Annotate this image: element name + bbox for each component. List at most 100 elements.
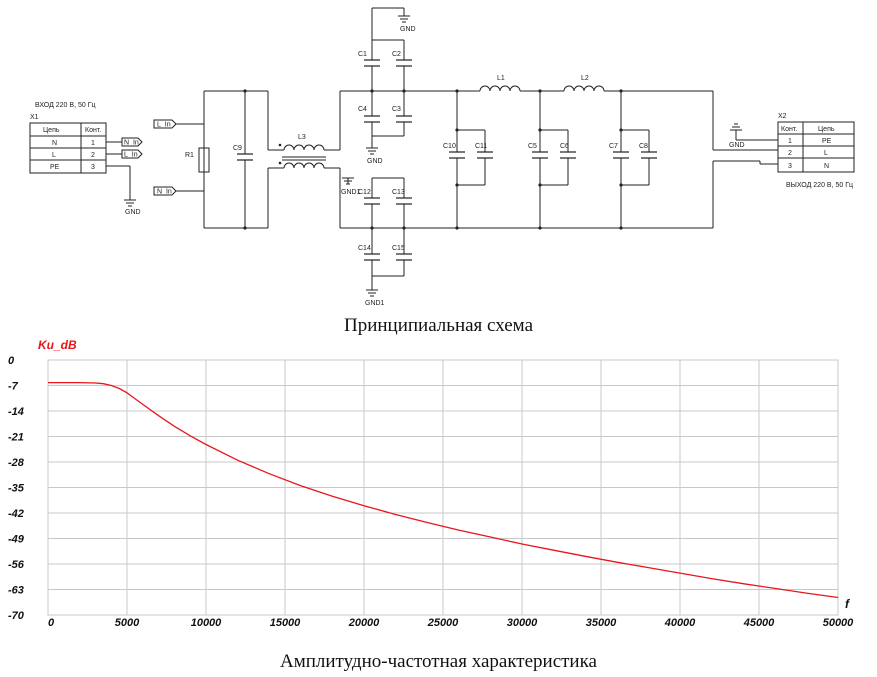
x2-title: ВЫХОД 220 В, 50 Гц — [786, 182, 853, 189]
y-tick-label: -14 — [8, 406, 24, 418]
gnd-label-x2: GND — [729, 142, 745, 149]
ground-icon — [366, 147, 378, 155]
svg-text:C7: C7 — [609, 143, 618, 150]
x1-row3-pin: 3 — [91, 164, 95, 171]
x-tick-label: 10000 — [191, 617, 222, 629]
y-tick-label: -21 — [8, 432, 24, 444]
gnd-label-mid: GND — [367, 158, 383, 165]
x-tick-label: 30000 — [507, 617, 538, 629]
svg-text:N_In: N_In — [157, 189, 172, 196]
svg-text:L2: L2 — [581, 75, 589, 82]
x-tick-label: 45000 — [743, 617, 775, 629]
x2-header-pin: Конт. — [781, 126, 797, 133]
y-tick-label: -7 — [8, 381, 19, 393]
capacitor-c9: C9 — [233, 91, 253, 228]
chart-grid — [47, 359, 839, 616]
y-tick-label: -70 — [8, 610, 25, 622]
connector-x1: ВХОД 220 В, 50 Гц X1 Цепь Конт. N 1 L 2 … — [29, 102, 141, 216]
svg-text:C4: C4 — [358, 106, 367, 113]
x-tick-label: 50000 — [823, 617, 854, 629]
svg-text:L_In: L_In — [124, 152, 138, 159]
x1-row2-net: L — [52, 152, 56, 159]
gnd-label-x1: GND — [125, 209, 141, 216]
svg-text:L_In: L_In — [157, 122, 171, 129]
schematic-diagram: ВХОД 220 В, 50 Гц X1 Цепь Конт. N 1 L 2 … — [29, 7, 855, 307]
svg-text:L3: L3 — [298, 134, 306, 141]
capacitor-c12: C12 — [358, 189, 380, 205]
capacitor-c2: C2 — [392, 51, 412, 67]
chart-caption: Амплитудно-частотная характеристика — [280, 651, 597, 672]
y-tick-label: -28 — [8, 457, 25, 469]
capacitor-c1: C1 — [358, 51, 380, 67]
x-axis-label: f — [845, 597, 850, 611]
svg-text:C11: C11 — [475, 143, 487, 150]
schematic-caption: Принципиальная схема — [343, 315, 534, 336]
x1-row1-pin: 1 — [91, 140, 95, 147]
ground-icon — [730, 123, 742, 131]
x2-header-net: Цепь — [818, 126, 835, 133]
capacitor-c10: C10 — [443, 143, 465, 159]
x1-title: ВХОД 220 В, 50 Гц — [35, 102, 96, 109]
net-flag-n-in-x1: N_In — [121, 137, 143, 147]
gnd1-label-left: GND1 — [341, 189, 361, 196]
y-tick-label: 0 — [8, 355, 15, 367]
capacitor-c6: C6 — [560, 143, 576, 159]
y-tick-label: -42 — [8, 508, 24, 520]
capacitor-c8: C8 — [639, 143, 657, 159]
svg-text:C5: C5 — [528, 143, 537, 150]
x-tick-label: 25000 — [427, 617, 459, 629]
svg-text:C14: C14 — [358, 245, 371, 252]
inductor-l2: L2 — [563, 75, 605, 93]
chart-series — [48, 381, 839, 599]
svg-text:C3: C3 — [392, 106, 401, 113]
svg-text:C12: C12 — [358, 189, 371, 196]
x2-row2-net: L — [824, 150, 828, 157]
capacitor-c3: C3 — [392, 106, 412, 123]
svg-text:R1: R1 — [185, 152, 194, 159]
x-tick-label: 0 — [48, 617, 55, 629]
gnd-label-top: GND — [400, 26, 416, 33]
ground-icon — [124, 199, 136, 207]
capacitor-c5: C5 — [528, 143, 548, 159]
x2-row3-pin: 3 — [788, 163, 792, 170]
capacitor-c14: C14 — [358, 245, 380, 261]
x1-row1-net: N — [52, 140, 57, 147]
x-tick-label: 40000 — [664, 617, 696, 629]
capacitor-c7: C7 — [609, 143, 629, 159]
capacitor-c4: C4 — [358, 106, 380, 123]
y-tick-labels: 0-7-14-21-28-35-42-49-56-63-70 — [8, 355, 25, 622]
series-line — [48, 381, 839, 599]
svg-text:C13: C13 — [392, 189, 405, 196]
svg-text:C15: C15 — [392, 245, 405, 252]
svg-text:N_In: N_In — [124, 140, 139, 147]
svg-text:C6: C6 — [560, 143, 569, 150]
net-flag-l-in: L_In — [153, 119, 177, 129]
ground-icon — [398, 15, 410, 23]
x2-row1-net: PE — [822, 138, 832, 145]
x1-ref: X1 — [30, 114, 39, 121]
x-tick-label: 15000 — [270, 617, 301, 629]
y-tick-label: -49 — [8, 534, 25, 546]
svg-text:C1: C1 — [358, 51, 367, 58]
x-tick-label: 20000 — [348, 617, 380, 629]
capacitor-c13: C13 — [392, 189, 412, 205]
svg-text:C2: C2 — [392, 51, 401, 58]
inductor-l1: L1 — [479, 75, 521, 93]
capacitor-c15: C15 — [392, 245, 412, 261]
x2-ref: X2 — [778, 113, 787, 120]
svg-text:C10: C10 — [443, 143, 456, 150]
y-tick-label: -56 — [8, 559, 25, 571]
choke-l3: L3 — [267, 91, 341, 228]
x1-row3-net: PE — [50, 164, 60, 171]
y-axis-label: Ku_dB — [38, 338, 77, 352]
y-tick-label: -63 — [8, 585, 24, 597]
ground-icon — [366, 289, 378, 297]
svg-text:L1: L1 — [497, 75, 505, 82]
gnd1-label-bottom: GND1 — [365, 300, 385, 307]
x2-row3-net: N — [824, 163, 829, 170]
x-tick-label: 5000 — [115, 617, 140, 629]
net-flag-n-in: N_In — [153, 186, 177, 196]
svg-text:C8: C8 — [639, 143, 648, 150]
